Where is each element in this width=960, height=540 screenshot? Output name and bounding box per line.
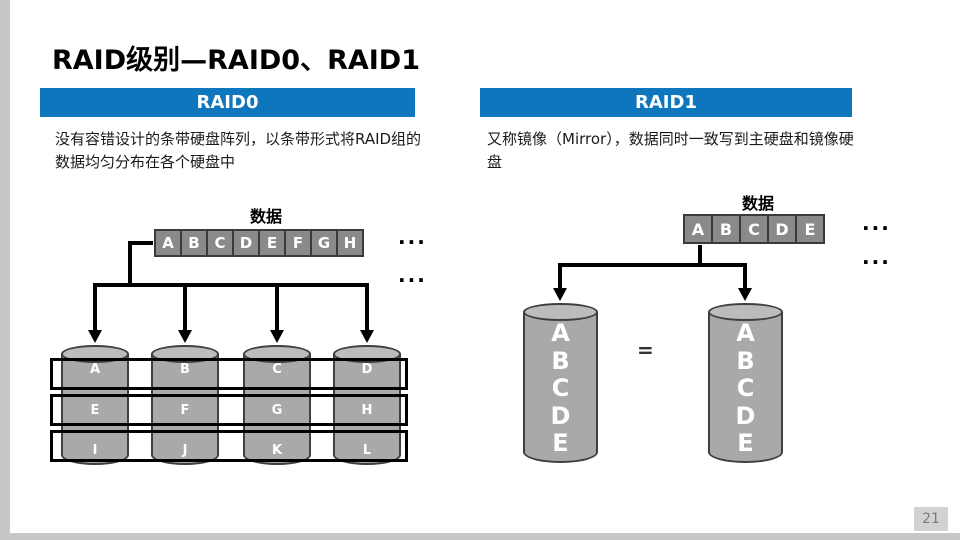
data-cell: G	[310, 229, 338, 257]
raid1-ellipsis-top: ···	[862, 216, 891, 240]
data-cell: B	[180, 229, 208, 257]
disk-letter: D	[550, 401, 571, 430]
data-cell: E	[795, 214, 825, 244]
raid0-header-bar: RAID0	[40, 88, 415, 117]
data-cell: F	[284, 229, 312, 257]
data-cell: A	[683, 214, 713, 244]
raid0-arrowheads	[88, 330, 374, 343]
disk-body	[151, 354, 219, 465]
disk-letter: B	[180, 362, 190, 377]
raid0-disk-3: C G K	[243, 345, 311, 465]
raid0-ellipsis-bottom: ···	[398, 268, 427, 292]
arrowhead	[270, 330, 284, 343]
raid0-description: 没有容错设计的条带硬盘阵列，以条带形式将RAID组的数据均匀分布在各个硬盘中	[55, 130, 422, 171]
raid0-data-label: 数据	[249, 207, 282, 226]
disk-letter: E	[90, 402, 100, 418]
page-number: 21	[922, 511, 940, 527]
raid1-data-label: 数据	[741, 194, 774, 213]
disk-top	[523, 303, 598, 321]
disk-letter: B	[736, 346, 755, 375]
disk-body	[333, 354, 401, 465]
disk-body	[61, 354, 129, 465]
disk-letters: C G K	[243, 363, 311, 457]
disk-top	[708, 303, 783, 321]
disk-letter: L	[362, 443, 372, 458]
raid1-ellipsis-bottom: ···	[862, 250, 891, 274]
disk-letter: B	[551, 346, 570, 375]
raid1-disk-primary: A B C D E	[523, 303, 598, 463]
raid1-data-cells: A B C D E	[683, 214, 825, 244]
disk-body	[243, 354, 311, 465]
raid1-description: 又称镜像（Mirror），数据同时一致写到主硬盘和镜像硬盘	[487, 130, 854, 171]
disk-letter: C	[736, 374, 755, 402]
raid1-arrowheads	[553, 288, 752, 301]
disk-letter: A	[89, 362, 101, 377]
data-cell: D	[767, 214, 797, 244]
disk-body	[708, 312, 783, 463]
bottom-margin	[0, 533, 960, 540]
disk-body	[523, 312, 598, 463]
raid0-stripe-row-1	[50, 358, 408, 390]
disk-letters: D H L	[333, 363, 401, 457]
disk-letter: A	[551, 319, 570, 347]
disk-letter: I	[92, 443, 98, 458]
raid0-stripe-row-3	[50, 430, 408, 462]
arrowhead	[88, 330, 102, 343]
disk-letter: D	[361, 362, 373, 377]
raid0-data-cells: A B C D E F G H	[154, 229, 364, 257]
disk-letter: K	[271, 443, 283, 458]
raid1-header-bar: RAID1	[480, 88, 852, 117]
left-margin	[0, 0, 10, 540]
raid1-arrow-lines	[558, 245, 747, 289]
disk-letter: C	[551, 374, 570, 402]
disk-letters: A E I	[61, 363, 129, 457]
disk-letter: E	[737, 429, 754, 457]
raid0-header-label: RAID0	[196, 92, 259, 113]
data-cell: H	[336, 229, 364, 257]
raid0-feed-line	[128, 241, 153, 287]
disk-letter: C	[272, 362, 282, 377]
raid0-stripe-row-2	[50, 394, 408, 426]
page-number-badge: 21	[914, 507, 948, 531]
raid1-header-label: RAID1	[635, 92, 697, 113]
data-cell: D	[232, 229, 260, 257]
disk-letter: F	[180, 402, 190, 418]
disk-letter: D	[735, 401, 756, 430]
data-cell: E	[258, 229, 286, 257]
data-cell: C	[739, 214, 769, 244]
raid1-disk-mirror: A B C D E	[708, 303, 783, 463]
data-cell: B	[711, 214, 741, 244]
arrowhead	[738, 288, 752, 301]
disk-letter: G	[271, 402, 283, 418]
disk-letter: J	[182, 443, 188, 458]
page-title: RAID级别—RAID0、RAID1	[52, 45, 421, 76]
raid0-ellipsis-top: ···	[398, 230, 427, 254]
disk-letters: B F J	[151, 363, 219, 457]
arrowhead	[553, 288, 567, 301]
disk-letter: E	[552, 429, 569, 457]
disk-letters: A B C D E	[708, 321, 783, 455]
disk-letters: A B C D E	[523, 321, 598, 455]
data-cell: C	[206, 229, 234, 257]
equals-sign: =	[637, 338, 654, 362]
arrowhead	[360, 330, 374, 343]
disk-letter: A	[736, 319, 755, 347]
data-cell: A	[154, 229, 182, 257]
arrowhead	[178, 330, 192, 343]
disk-letter: H	[361, 402, 373, 418]
